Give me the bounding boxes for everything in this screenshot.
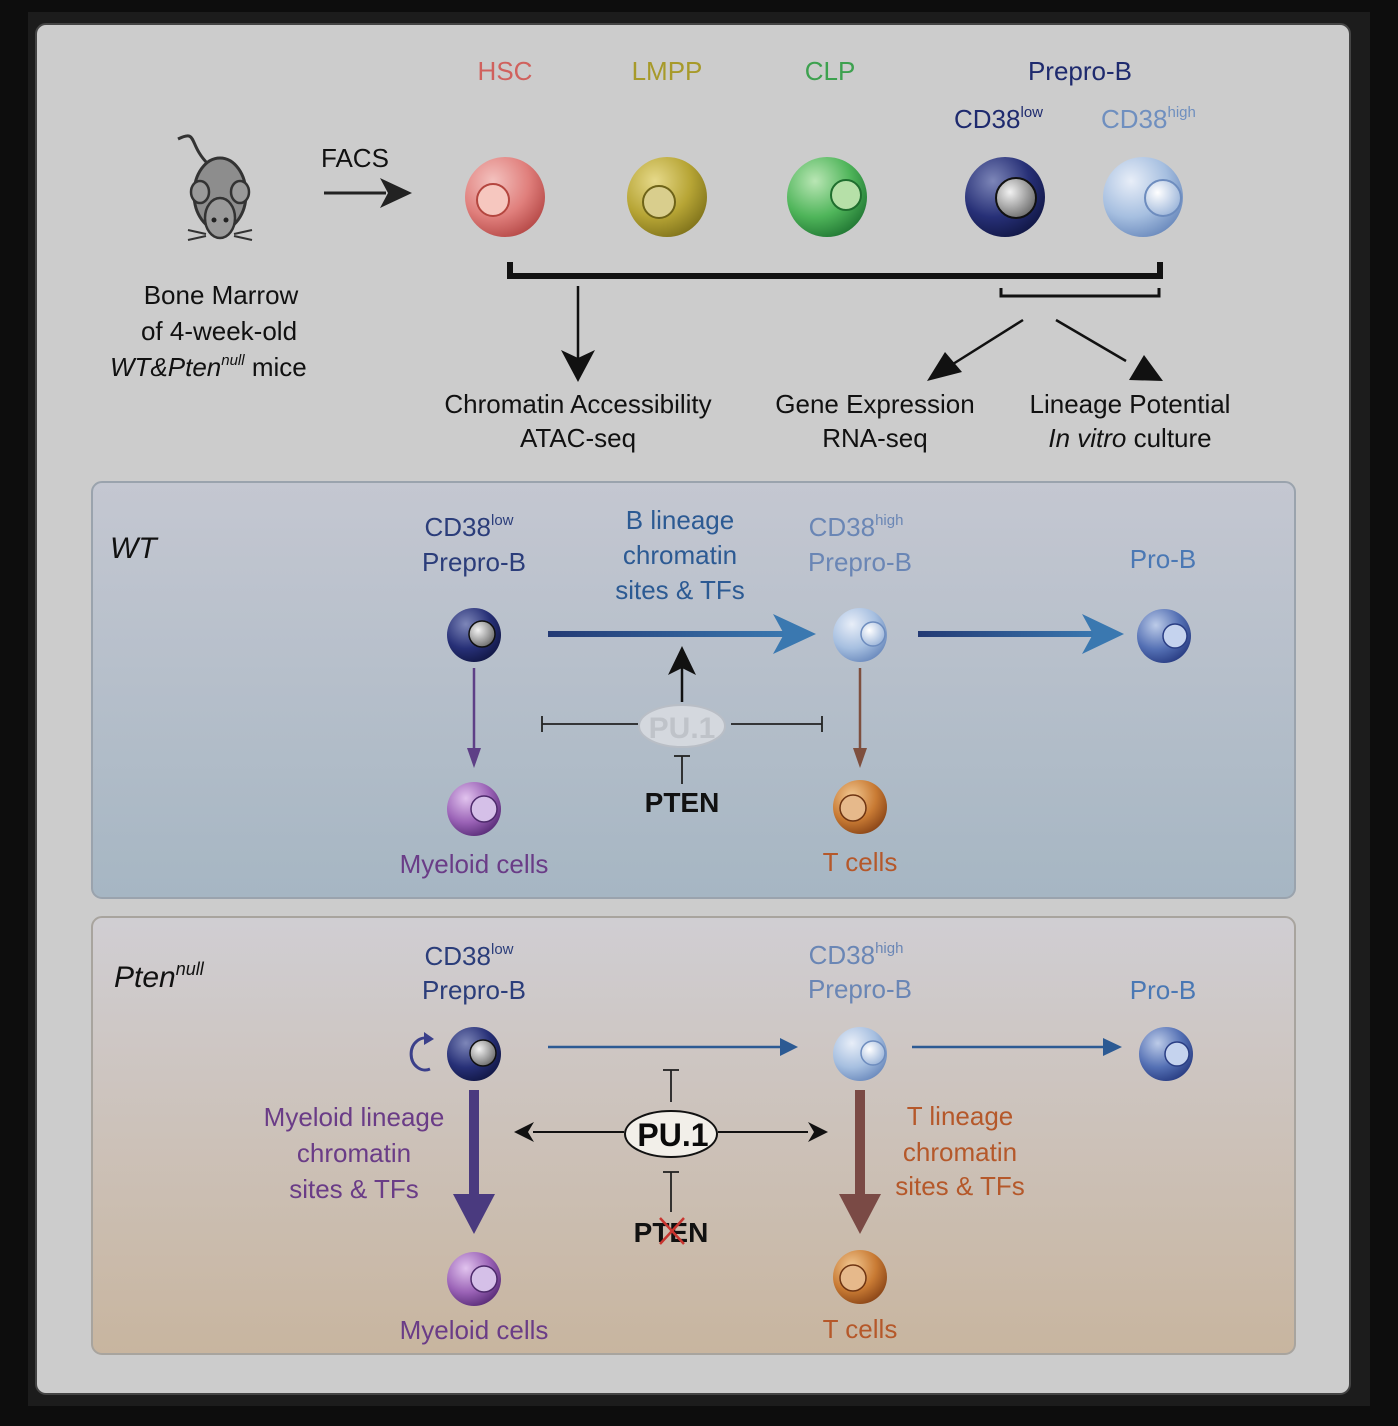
- pten-cd38low-cell: [447, 1027, 501, 1081]
- prepro-b-label: Prepro-B: [1028, 56, 1132, 86]
- wt-tcells-label: T cells: [823, 847, 898, 877]
- pten-pu1-label: PU.1: [637, 1117, 708, 1153]
- mouse-icon: [177, 134, 253, 241]
- source-line2: of 4-week-old: [141, 316, 297, 346]
- all-populations-bracket: [507, 262, 1163, 279]
- clp-cell: [787, 157, 867, 237]
- pten-t-lineage-line1: T lineage: [907, 1101, 1014, 1131]
- rnaseq-line2: RNA-seq: [822, 423, 927, 453]
- wt-pro-b-label: Pro-B: [1130, 544, 1196, 574]
- pten-tcell-arrowhead: [839, 1194, 881, 1234]
- hsc-cell: [465, 157, 545, 237]
- pten-cd38low-label: CD38low: [425, 941, 514, 971]
- wt-myeloid-arrowhead: [467, 748, 481, 768]
- source-line3: WT&Ptennull mice: [110, 352, 307, 382]
- self-renewal-arrow-icon: [409, 1036, 431, 1072]
- wt-prob-arrow-head: [1082, 614, 1124, 654]
- wt-panel: WT CD38low Prepro-B B lineage chromatin …: [91, 481, 1296, 899]
- pten-null-panel: Ptennull CD38low Prepro-B CD38high Prepr…: [91, 916, 1296, 1355]
- wt-pro-b-cell: [1137, 609, 1191, 663]
- cd38low-label: CD38low: [954, 104, 1043, 134]
- lineage-line1: Lineage Potential: [1030, 389, 1231, 419]
- pten-panel-title: Ptennull: [114, 959, 205, 994]
- figure-canvas: Bone Marrow of 4-week-old WT&Ptennull mi…: [35, 23, 1351, 1395]
- lineage-arrow-shaft: [1055, 318, 1127, 363]
- source-line1: Bone Marrow: [144, 280, 299, 310]
- pten-deleted-cross-icon: [659, 1217, 685, 1245]
- pten-b-arrowhead: [780, 1038, 798, 1056]
- lineage-line2: In vitro culture: [1048, 423, 1211, 453]
- wt-prob-arrow-shaft: [918, 631, 1098, 637]
- wt-tcell-arrowhead: [853, 748, 867, 768]
- figure-frame: Bone Marrow of 4-week-old WT&Ptennull mi…: [28, 12, 1370, 1406]
- wt-pu1-ellipse: [638, 704, 726, 748]
- wt-cd38low-cell: [447, 608, 501, 662]
- lmpp-label: LMPP: [632, 56, 703, 86]
- wt-cd38high-label: CD38high: [809, 512, 904, 542]
- wt-b-arrow-shaft: [548, 631, 788, 637]
- atac-line1: Chromatin Accessibility: [444, 389, 711, 419]
- facs-arrow-head: [380, 178, 412, 208]
- cd38high-cell: [1103, 157, 1183, 237]
- pten-cd38low-sub: Prepro-B: [422, 975, 526, 1005]
- prepro-b-bracket: [999, 288, 1161, 298]
- wt-myeloid-cell: [447, 782, 501, 836]
- pten-prob-arrowhead: [1103, 1038, 1122, 1056]
- pten-myeloid-cell: [447, 1252, 501, 1306]
- wt-b-arrow-head: [773, 614, 816, 654]
- pten-cd38high-sub: Prepro-B: [808, 974, 912, 1004]
- pten-pu1-ellipse: [624, 1110, 718, 1158]
- pten-t-cell: [833, 1250, 887, 1304]
- facs-label: FACS: [321, 143, 389, 173]
- pten-myeloid-arrowhead: [453, 1194, 495, 1234]
- lineage-arrow-head: [1129, 355, 1163, 381]
- hsc-label: HSC: [478, 56, 533, 86]
- cd38high-label: CD38high: [1101, 104, 1196, 134]
- rnaseq-arrow-shaft: [952, 318, 1024, 366]
- wt-t-cell: [833, 780, 887, 834]
- rnaseq-line1: Gene Expression: [775, 389, 974, 419]
- pten-pro-b-label: Pro-B: [1130, 975, 1196, 1005]
- pten-pro-b-cell: [1139, 1027, 1193, 1081]
- pten-myeloid-label: Myeloid cells: [400, 1315, 549, 1345]
- pten-t-lineage-line3: sites & TFs: [895, 1171, 1025, 1201]
- wt-pten-label: PTEN: [645, 787, 720, 818]
- pten-tcell-arrow: [855, 1090, 865, 1202]
- pten-myeloid-lineage-line3: sites & TFs: [289, 1174, 419, 1204]
- wt-cd38low-label: CD38low: [425, 512, 514, 542]
- wt-b-lineage-line1: B lineage: [626, 505, 734, 535]
- wt-cd38high-cell: [833, 608, 887, 662]
- cd38low-cell: [965, 157, 1045, 237]
- rnaseq-arrow-head: [927, 352, 962, 381]
- pten-cd38high-label: CD38high: [809, 940, 904, 970]
- wt-panel-title: WT: [110, 532, 159, 565]
- wt-pu1-label: PU.1: [649, 712, 716, 745]
- wt-b-lineage-line2: chromatin: [623, 540, 737, 570]
- atac-arrow-head: [561, 350, 595, 382]
- pten-t-lineage-line2: chromatin: [903, 1137, 1017, 1167]
- wt-pu1-up-arrowhead: [668, 646, 696, 675]
- clp-label: CLP: [805, 56, 856, 86]
- pten-myeloid-arrow: [469, 1090, 479, 1202]
- wt-cd38low-sub: Prepro-B: [422, 547, 526, 577]
- pten-tcells-label: T cells: [823, 1314, 898, 1344]
- pten-myeloid-lineage-line1: Myeloid lineage: [264, 1102, 445, 1132]
- wt-b-lineage-line3: sites & TFs: [615, 575, 745, 605]
- atac-line2: ATAC-seq: [520, 423, 636, 453]
- wt-myeloid-label: Myeloid cells: [400, 849, 549, 879]
- lmpp-cell: [627, 157, 707, 237]
- pten-myeloid-lineage-line2: chromatin: [297, 1138, 411, 1168]
- pten-cd38high-cell: [833, 1027, 887, 1081]
- wt-cd38high-sub: Prepro-B: [808, 547, 912, 577]
